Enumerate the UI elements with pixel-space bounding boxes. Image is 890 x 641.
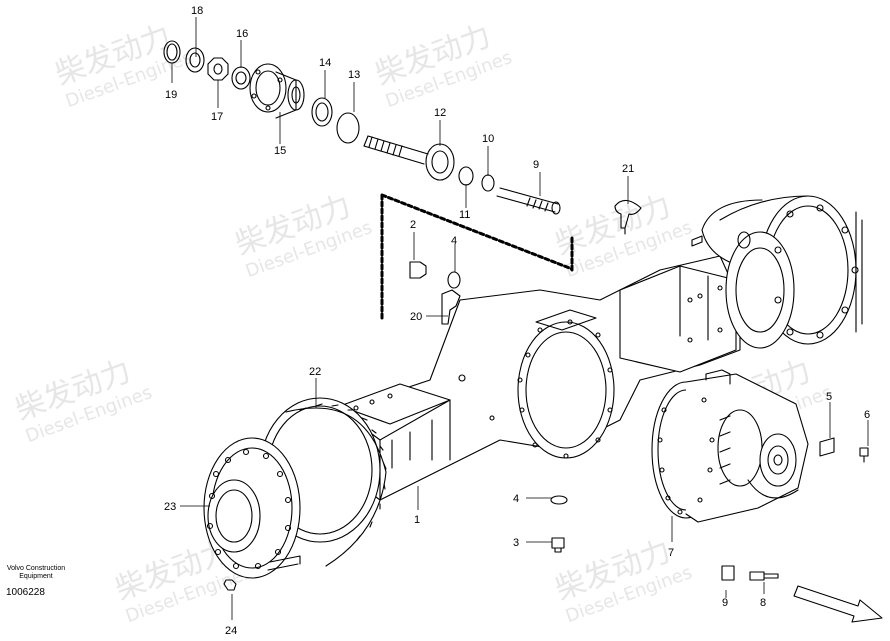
callout-25: 24 [225, 625, 237, 637]
elbow-fitting-part [441, 289, 461, 325]
callout-4-top: 4 [451, 235, 457, 247]
callout-7: 7 [668, 547, 674, 559]
drive-shaft-part [496, 187, 561, 215]
manufacturer-caption: Volvo Construction Equipment [6, 565, 66, 580]
callout-18: 17 [211, 111, 223, 123]
nut-part [207, 57, 229, 81]
callout-6: 6 [864, 409, 870, 421]
watermark: 柴发动力 Diesel-Engines [231, 189, 375, 283]
assembly-bracket-line [380, 193, 574, 322]
watermark: 柴发动力 Diesel-Engines [11, 354, 155, 448]
callout-17: 16 [236, 28, 248, 40]
shim-part [458, 166, 474, 186]
callout-24: 23 [164, 501, 176, 513]
pinion-shaft-part [363, 135, 455, 181]
callout-20: 19 [165, 89, 177, 101]
differential-carrier [651, 369, 809, 523]
sleeve-part [721, 565, 735, 581]
callout-8: 8 [760, 597, 766, 609]
plate-part [819, 437, 835, 457]
callout-14: 13 [348, 69, 360, 81]
washer-part [231, 66, 251, 90]
screw-part [859, 447, 869, 463]
document-number: 1006228 [6, 587, 45, 598]
forward-direction-arrow-icon [793, 585, 883, 623]
right-wheel-hub [691, 195, 863, 349]
washer-part [550, 495, 568, 505]
callout-15: 14 [319, 57, 331, 69]
washer-part [447, 271, 461, 289]
shaft-assembly [163, 40, 561, 215]
left-wheel-hub [203, 397, 387, 591]
callout-1: 1 [414, 514, 420, 526]
ring-part [481, 174, 495, 192]
callout-5: 5 [826, 391, 832, 403]
callout-11: 10 [482, 133, 494, 145]
callout-13: 12 [434, 107, 446, 119]
callout-labels: 18 19 17 16 15 14 13 12 10 11 9 21 2 4 2… [164, 5, 870, 637]
callout-19: 18 [191, 5, 203, 17]
watermark: 柴发动力 Diesel-Engines [551, 534, 695, 628]
lock-ring-part [185, 47, 205, 73]
drain-plug-part [551, 537, 565, 553]
bottom-fasteners [550, 437, 869, 581]
snap-ring-part [336, 112, 360, 144]
watermark: 柴发动力 Diesel-Engines [371, 19, 515, 113]
callout-21: 20 [410, 311, 422, 323]
callout-4-bottom: 4 [513, 493, 519, 505]
seal-part [311, 97, 333, 127]
callout-3: 3 [513, 537, 519, 549]
flange-part [249, 63, 305, 119]
callout-16: 15 [274, 145, 286, 157]
breather-plug-part [409, 261, 427, 279]
axle-housing [339, 255, 741, 501]
callout-10: 9 [533, 159, 539, 171]
callout-12: 11 [459, 209, 470, 221]
callout-23: 22 [309, 366, 321, 378]
bolt-part [749, 571, 779, 581]
leader-lines [171, 17, 869, 620]
callout-2: 2 [410, 219, 416, 231]
callout-22: 21 [622, 163, 634, 175]
callout-9: 9 [722, 597, 728, 609]
